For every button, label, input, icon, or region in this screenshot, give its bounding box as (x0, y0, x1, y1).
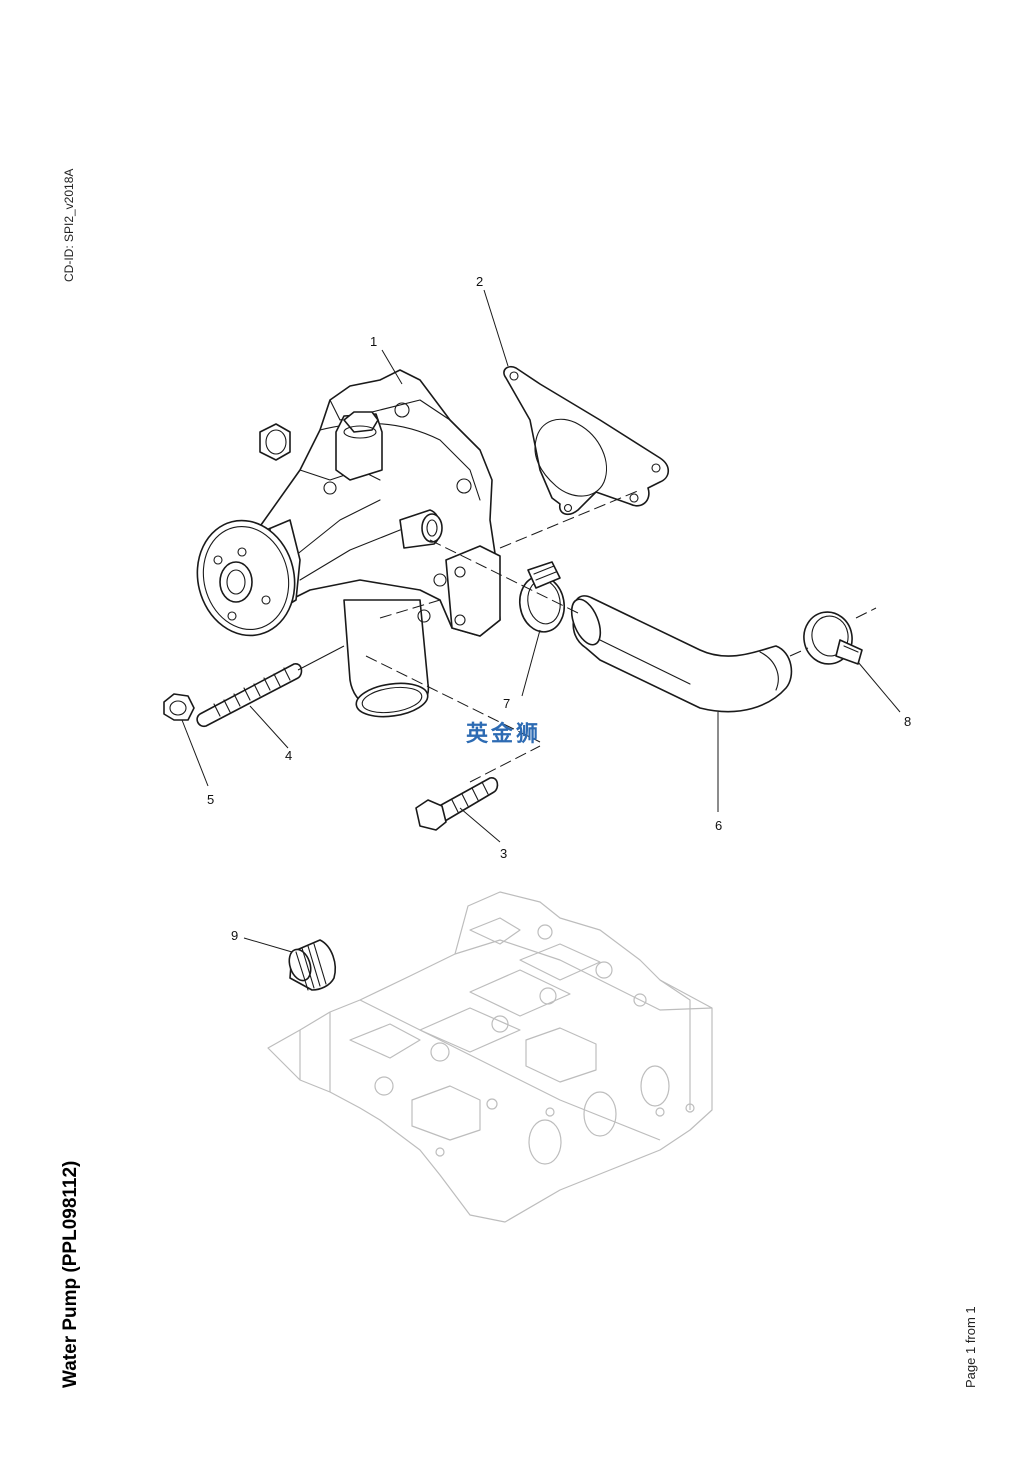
cylinder-head-ghost (267, 891, 713, 1223)
plug-part (288, 939, 336, 991)
nut-part (163, 693, 195, 721)
hose-part (570, 595, 793, 713)
callout-2: 2 (476, 274, 483, 289)
water-pump-part (196, 369, 501, 718)
stud-part (196, 663, 303, 728)
callout-4: 4 (285, 748, 292, 763)
callout-3: 3 (500, 846, 507, 861)
callout-6: 6 (715, 818, 722, 833)
callout-5: 5 (207, 792, 214, 807)
callout-8: 8 (904, 714, 911, 729)
gasket-part (503, 365, 670, 516)
callout-9: 9 (231, 928, 238, 943)
callout-labels: 1 2 3 4 5 6 7 8 9 (207, 274, 911, 943)
bolt-part (415, 777, 499, 831)
watermark-logo: 英金狮 (466, 722, 542, 747)
callout-7: 7 (503, 696, 510, 711)
hose-clamp-7-part (518, 561, 566, 633)
callout-1: 1 (370, 334, 377, 349)
hose-clamp-8-part (803, 611, 863, 665)
assembly-lines (297, 489, 877, 783)
leader-lines (181, 289, 901, 953)
